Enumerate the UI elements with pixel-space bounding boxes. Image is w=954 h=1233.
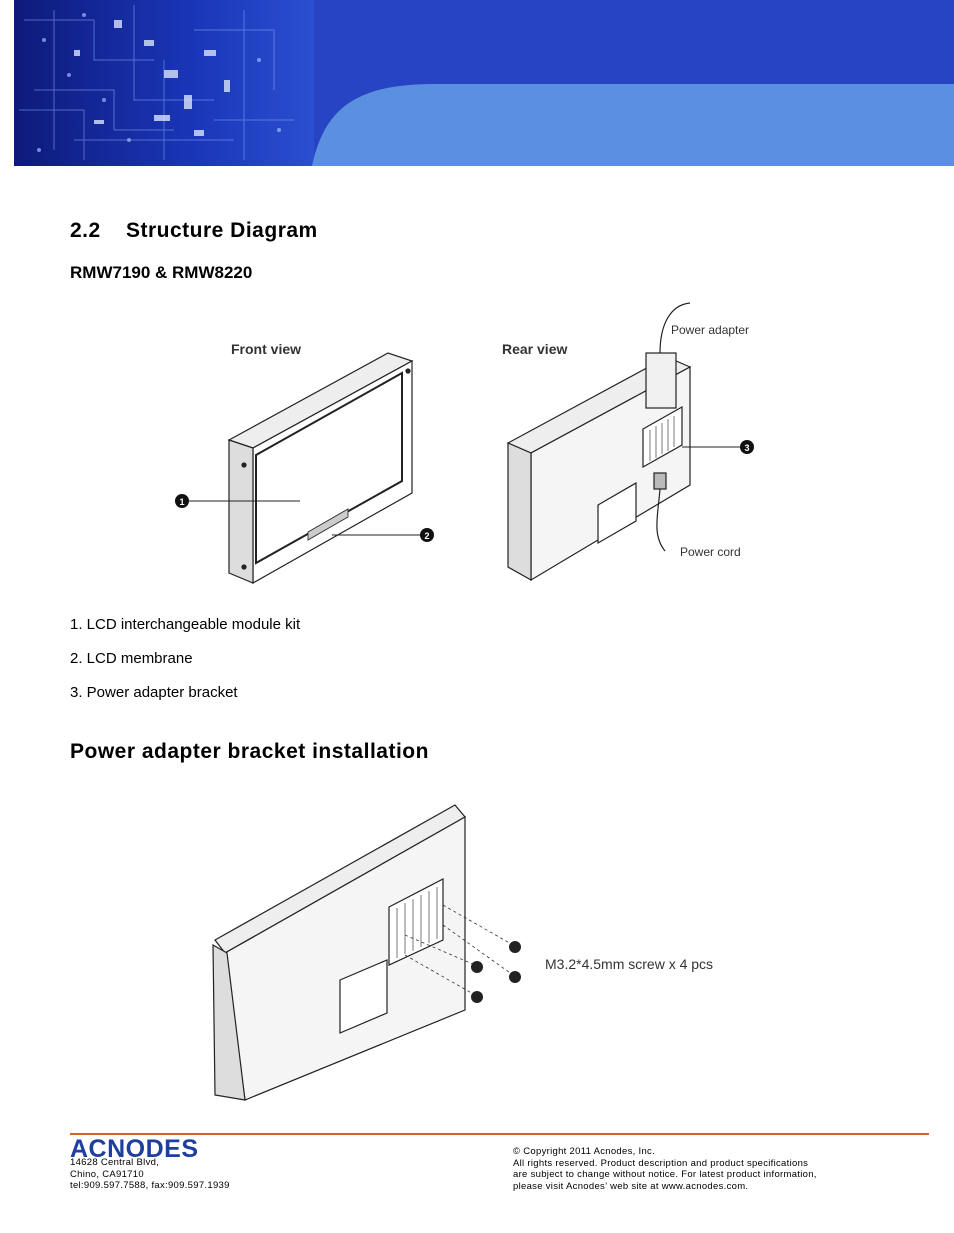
footer-rule — [70, 1133, 929, 1135]
model-subtitle: RMW7190 & RMW8220 — [70, 263, 253, 282]
structure-diagram: Front view 1 2 Rear view Pow — [175, 302, 754, 585]
rear-view-monitor — [506, 302, 692, 582]
monitor-rear-illustration — [212, 804, 466, 1101]
screw-lines — [404, 904, 514, 996]
section-title: Structure Diagram — [126, 219, 318, 242]
rear-view-label: Rear view — [502, 341, 567, 357]
svg-text:3: 3 — [744, 443, 749, 453]
svg-text:2: 2 — [424, 531, 429, 541]
legend-item-1: 1. LCD interchangeable module kit — [70, 616, 301, 633]
svg-text:1: 1 — [179, 497, 184, 507]
screw-spec-label: M3.2*4.5mm screw x 4 pcs — [545, 956, 713, 972]
footer-copyright: © Copyright 2011 Acnodes, Inc. All right… — [513, 1146, 817, 1192]
installation-diagram: M3.2*4.5mm screw x 4 pcs — [212, 804, 713, 1101]
power-cord-label: Power cord — [680, 545, 741, 559]
legend-item-3: 3. Power adapter bracket — [70, 684, 238, 701]
callout-2: 2 — [420, 528, 434, 542]
section-number: 2.2 — [70, 219, 101, 242]
front-view-label: Front view — [231, 341, 301, 357]
screw-icons — [471, 941, 521, 1003]
section-heading: 2.2 Structure Diagram — [70, 219, 318, 243]
callout-3: 3 — [740, 440, 754, 454]
circuit-board-banner-image — [14, 0, 954, 166]
svg-text:ACNODES: ACNODES — [70, 1135, 199, 1161]
header-banner — [14, 0, 954, 166]
legend-item-2: 2. LCD membrane — [70, 650, 193, 667]
front-view-monitor — [227, 352, 414, 585]
callout-1: 1 — [175, 494, 189, 508]
footer-address: 14628 Central Blvd, Chino, CA91710 tel:9… — [70, 1157, 230, 1191]
power-adapter-label: Power adapter — [671, 323, 749, 337]
installation-heading: Power adapter bracket installation — [70, 740, 429, 763]
acnodes-logo: ACNODES — [70, 1135, 199, 1161]
